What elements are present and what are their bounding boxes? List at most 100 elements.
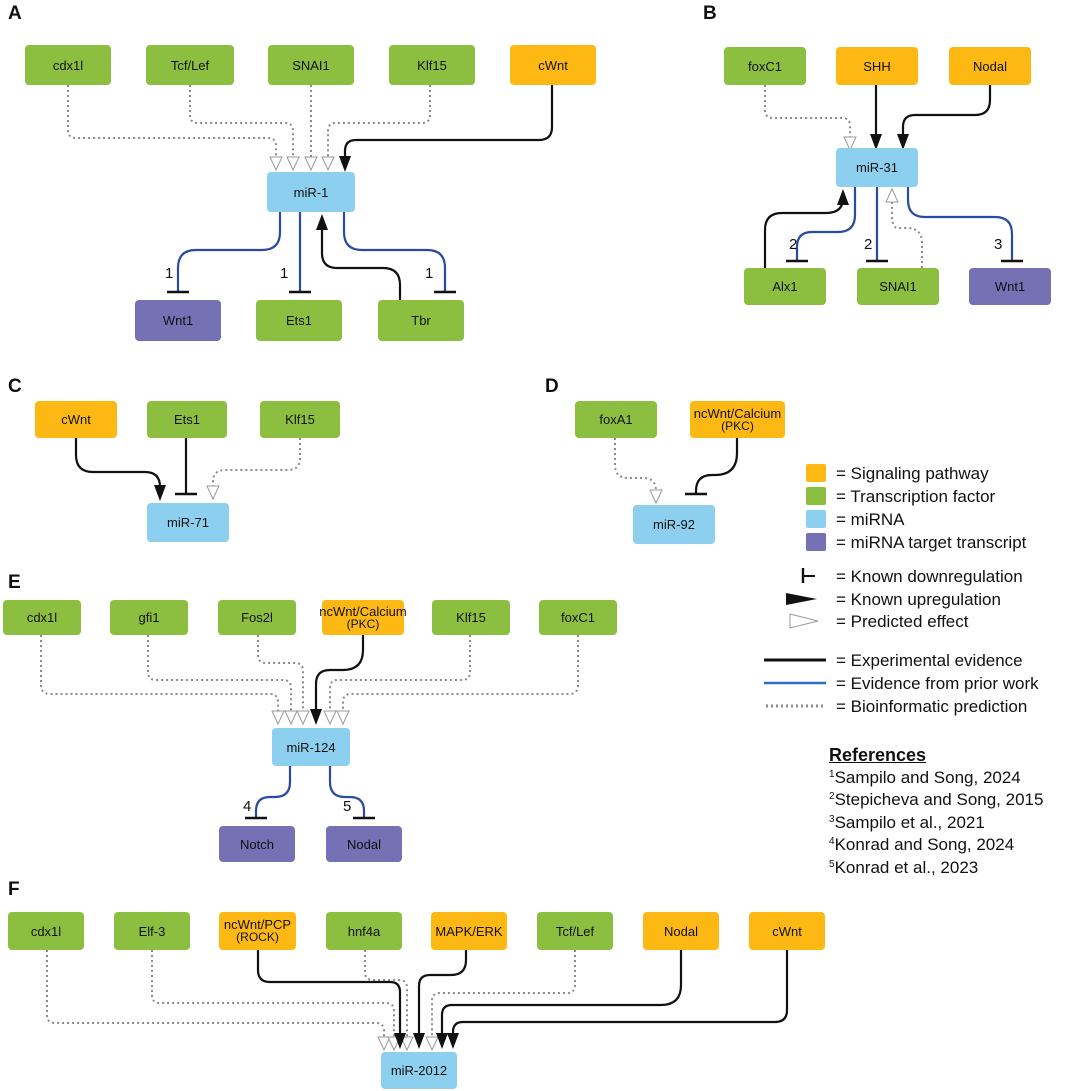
- legend-symbols: [764, 568, 826, 708]
- pathway-name: ncWnt/Calcium: [693, 405, 782, 421]
- node-ncwnt-calcium-e: ncWnt/Calcium (PKC): [319, 600, 407, 635]
- node-mir-92: miR-92: [633, 505, 715, 544]
- edge-cwnt-mir71: [74, 438, 162, 489]
- ref-label: 2: [789, 236, 798, 253]
- node-snai1-b: SNAI1: [857, 268, 939, 305]
- edge-mir31-alx1: [795, 187, 857, 261]
- reference-item: 1Sampilo and Song, 2024: [829, 767, 1021, 787]
- node-cwnt-c: cWnt: [35, 401, 117, 438]
- ref-label: 1: [425, 265, 434, 282]
- edge-ncwnt-mir2012: [256, 950, 402, 1036]
- references-heading: References: [829, 745, 927, 765]
- edge-mir124-nodal: [328, 766, 366, 818]
- node-foxc1: foxC1: [724, 47, 806, 85]
- ref-label: 4: [243, 798, 252, 815]
- reference-item: 2Stepicheva and Song, 2015: [829, 790, 1044, 809]
- node-wnt1: Wnt1: [135, 300, 221, 341]
- pathway-name: ncWnt/Calcium: [319, 603, 407, 619]
- edge-foxc1-mir124: [342, 635, 579, 714]
- ref-label: 2: [864, 236, 873, 253]
- panel-b-edges: [763, 85, 1023, 268]
- panel-label-a: A: [8, 3, 22, 24]
- ref-label: 5: [343, 798, 352, 815]
- edge-fos2l-mir124: [257, 635, 304, 714]
- panel-d-edges: [614, 438, 739, 505]
- node-mapk-erk: MAPK/ERK: [431, 912, 507, 950]
- legend-swatch-signaling: [806, 464, 826, 482]
- legend-swatch-target: [806, 533, 826, 551]
- legend-predicted: = Predicted effect: [836, 612, 969, 631]
- reference-item: 5Konrad et al., 2023: [829, 857, 979, 877]
- legend-up: = Known upregulation: [836, 590, 1001, 609]
- node-klf15: Klf15: [389, 45, 475, 85]
- panel-label-d: D: [545, 376, 559, 397]
- node-nodal-f: Nodal: [643, 912, 719, 950]
- node-foxc1-e: foxC1: [539, 600, 617, 635]
- node-gfi1: gfi1: [110, 600, 188, 635]
- edge-foxc1-mir31: [764, 85, 851, 140]
- pathway-kinase: (ROCK): [236, 930, 279, 944]
- edge-mapk-mir2012: [417, 950, 468, 1036]
- edge-mir1-tbr: [342, 212, 447, 292]
- panel-label-b: B: [703, 3, 717, 24]
- edge-cdx1l-mir124: [40, 635, 279, 714]
- ref-label: 1: [165, 265, 174, 282]
- legend-mirna: = miRNA: [836, 510, 905, 529]
- node-ncwnt-calcium-d: ncWnt/Calcium (PKC): [690, 401, 785, 438]
- node-cdx1l: cdx1l: [25, 45, 111, 85]
- edge-mir1-wnt1: [176, 212, 282, 292]
- legend-signaling: = Signaling pathway: [836, 464, 989, 483]
- node-alx1: Alx1: [744, 268, 826, 305]
- edge-snai1-mir31: [891, 200, 923, 268]
- ref-label: 1: [280, 265, 289, 282]
- edge-nodal-mir31: [901, 85, 992, 138]
- legend-up-symbol: [786, 593, 817, 605]
- node-cwnt-f: cWnt: [749, 912, 825, 950]
- edge-cdx1l-mir2012: [46, 950, 385, 1040]
- legend-swatch-mirna: [806, 510, 826, 528]
- references-block: References 1Sampilo and Song, 2024 2Step…: [829, 744, 1043, 879]
- edge-cwnt-mir1: [343, 85, 554, 160]
- node-mir-2012: miR-2012: [381, 1052, 457, 1089]
- node-shh: SHH: [836, 47, 918, 85]
- node-mir-124: miR-124: [272, 728, 350, 766]
- node-ets1: Ets1: [256, 300, 342, 341]
- edge-cwnt-mir2012: [451, 950, 789, 1036]
- pathway-name: ncWnt/PCP: [223, 917, 292, 932]
- node-hnf4a: hnf4a: [326, 912, 402, 950]
- reference-item: 4Konrad and Song, 2024: [829, 835, 1015, 854]
- node-fos2l: Fos2l: [218, 600, 296, 635]
- legend-target: = miRNA target transcript: [836, 533, 1027, 552]
- edge-mir124-notch: [254, 766, 292, 818]
- edge-cdx1l-mir1: [67, 85, 277, 160]
- edge-klf15-mir124: [329, 635, 471, 714]
- node-wnt1-b: Wnt1: [969, 268, 1051, 305]
- panel-f-edges: [46, 950, 789, 1052]
- pathway-kinase: (PKC): [721, 418, 754, 433]
- edge-tbr-mir1: [320, 228, 402, 300]
- edge-klf15-mir71: [212, 438, 301, 488]
- edge-mir31-wnt1: [906, 187, 1014, 261]
- node-foxa1: foxA1: [575, 401, 657, 438]
- node-cdx1l-e: cdx1l: [3, 600, 81, 635]
- edge-hnf4a-mir2012: [364, 950, 408, 1040]
- panel-label-e: E: [8, 572, 21, 593]
- panel-e-edges: [40, 635, 579, 820]
- legend-down: = Known downregulation: [836, 567, 1023, 586]
- edge-elf3-mir2012: [151, 950, 395, 1040]
- node-mir-71: miR-71: [147, 503, 229, 542]
- edge-tcflef-mir2012: [431, 950, 576, 1040]
- edge-ncwnt-mir124: [314, 635, 365, 712]
- node-nodal-e: Nodal: [326, 826, 402, 862]
- node-klf15-c: Klf15: [260, 401, 340, 438]
- node-cwnt: cWnt: [510, 45, 596, 85]
- legend-bioinf: = Bioinformatic prediction: [836, 697, 1028, 716]
- node-klf15-e: Klf15: [432, 600, 510, 635]
- node-cdx1l-f: cdx1l: [8, 912, 84, 950]
- panel-a-edges: [67, 85, 554, 300]
- edge-ncwnt-mir92: [694, 438, 739, 494]
- node-nodal: Nodal: [949, 47, 1031, 85]
- node-elf3: Elf-3: [114, 912, 190, 950]
- legend-tf: = Transcription factor: [836, 487, 996, 506]
